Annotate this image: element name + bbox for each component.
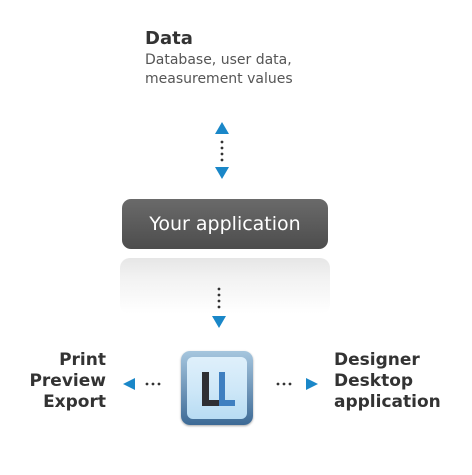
arrow-up-icon bbox=[215, 122, 229, 134]
logo-ll-glyph bbox=[202, 372, 235, 406]
dot bbox=[276, 382, 280, 386]
data-block: Data Database, user data, measurement va… bbox=[145, 28, 445, 88]
dot bbox=[217, 293, 221, 297]
output-desktop: Desktop bbox=[334, 371, 414, 391]
output-export: Export bbox=[43, 392, 106, 412]
dot bbox=[282, 382, 286, 386]
right-output-labels: Designer Desktop application bbox=[334, 350, 470, 413]
data-subtitle-line-2: measurement values bbox=[145, 71, 293, 87]
application-box-reflection bbox=[120, 258, 330, 314]
dot bbox=[288, 382, 292, 386]
logo-inner-panel bbox=[187, 357, 247, 419]
arrow-right-icon bbox=[306, 378, 318, 390]
output-print: Print bbox=[59, 350, 106, 370]
your-application-box: Your application bbox=[122, 199, 328, 249]
logo-letter-l-dark bbox=[202, 372, 220, 406]
output-preview: Preview bbox=[29, 371, 106, 391]
your-application-label: Your application bbox=[149, 213, 301, 235]
output-application: application bbox=[334, 392, 441, 412]
dot bbox=[220, 146, 224, 150]
output-designer: Designer bbox=[334, 350, 420, 370]
dot bbox=[217, 305, 221, 309]
dot bbox=[157, 382, 161, 386]
data-title: Data bbox=[145, 28, 193, 49]
list-and-label-logo-icon bbox=[181, 351, 253, 425]
dot bbox=[151, 382, 155, 386]
left-output-labels: Print Preview Export bbox=[20, 350, 106, 413]
data-subtitle-line-1: Database, user data, bbox=[145, 52, 292, 68]
dot bbox=[220, 140, 224, 144]
dot bbox=[220, 152, 224, 156]
logo-to-designer-arrow bbox=[276, 378, 318, 390]
dot bbox=[217, 299, 221, 303]
arrow-left-icon bbox=[123, 378, 135, 390]
dot bbox=[217, 287, 221, 291]
data-app-bidirectional-arrow bbox=[215, 122, 229, 179]
dot bbox=[145, 382, 149, 386]
arrow-down-icon bbox=[215, 167, 229, 179]
app-to-logo-arrow bbox=[212, 287, 226, 328]
logo-letter-l-blue bbox=[219, 372, 235, 406]
logo-to-left-outputs-arrow bbox=[123, 378, 161, 390]
arrow-down-icon bbox=[212, 316, 226, 328]
dot bbox=[220, 158, 224, 162]
